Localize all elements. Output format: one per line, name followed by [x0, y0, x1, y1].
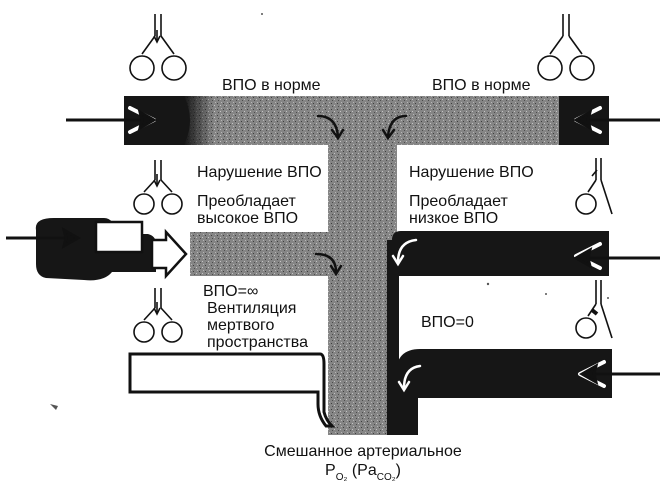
scan-speckles [50, 13, 609, 410]
label-mixed-arterial: Смешанное артериальное [264, 443, 462, 460]
formula-open: (Pa [347, 462, 377, 479]
central-vessel [328, 145, 397, 435]
alveoli-high-vq [133, 160, 183, 215]
flow-curve-top-left-head [330, 128, 345, 141]
alveoli-icon [133, 288, 183, 343]
alveoli-normal-right [537, 14, 595, 81]
flow-curve-mid-right-head [391, 254, 405, 267]
top-left-dark-inflow [124, 96, 190, 145]
label-low-vq-1: Преобладает [409, 193, 508, 210]
alveoli-icon [537, 14, 595, 81]
flow-curve-low-right-icon [402, 364, 422, 390]
label-dead-space-3: пространства [207, 334, 308, 351]
label-normal-left: ВПО в норме [222, 77, 321, 94]
label-dead-space-1: Вентиляция [207, 300, 297, 317]
blood-vessels [124, 96, 612, 435]
alveoli-normal-left [129, 14, 187, 81]
flow-curve-top-right-icon [386, 114, 408, 138]
formula-p: P [325, 462, 336, 479]
alveoli-icon [133, 160, 183, 215]
dead-space-duct [128, 352, 336, 428]
flow-curve-mid-left-icon [314, 252, 338, 274]
alveoli-icon [575, 280, 613, 339]
label-shunting: «Шунтирование» [419, 331, 556, 348]
blood-flow-arrow-icon [578, 362, 660, 386]
left-blob-assembly [35, 218, 188, 281]
formula-p-sub: O₂ [335, 472, 348, 483]
label-high-vq-1: Преобладает [197, 193, 296, 210]
top-left-fade [184, 96, 214, 145]
hollow-arrow-icon [150, 228, 188, 280]
alveoli-icon [575, 158, 613, 215]
flow-curve-top-right-head [381, 128, 396, 141]
alveoli-shunt [575, 280, 613, 339]
mid-right-dark-branch [392, 231, 609, 276]
internal-flow-arrows [314, 114, 408, 277]
label-infinite-vq: ВПО=∞ [203, 283, 259, 300]
flow-curve-mid-right-icon [396, 238, 418, 264]
alveoli-dead-space [133, 288, 183, 343]
blood-flow-arrow-icon [6, 226, 82, 250]
label-normal-right: ВПО в норме [432, 77, 531, 94]
dead-space-outline [128, 352, 336, 428]
blood-flow-arrow-icon [66, 108, 158, 132]
blood-flow-arrow-icon [572, 108, 660, 132]
label-low-vq-2: низкое ВПО [409, 210, 499, 227]
formula-close: ) [395, 462, 401, 479]
label-zero-vq: ВПО=0 [421, 314, 474, 331]
internal-flow-arrows-white [391, 238, 422, 393]
flow-curve-top-left-icon [316, 114, 340, 138]
blood-flow-arrow-icon [572, 246, 660, 270]
label-high-vq-2: высокое ВПО [197, 210, 299, 227]
label-dead-space-2: мертвого [207, 317, 275, 334]
low-right-dark-branch [396, 349, 612, 435]
inflow-arrows [6, 108, 660, 386]
flow-curve-low-right-head [397, 380, 411, 393]
label-disorder-left: Нарушение ВПО [197, 164, 322, 181]
flow-curve-mid-left-head [329, 264, 343, 277]
mid-left-branch [190, 232, 328, 276]
label-disorder-right: Нарушение ВПО [409, 164, 534, 181]
formula-pa-sub: CO₂ [376, 472, 396, 483]
alveoli-icon [129, 14, 187, 81]
left-white-box [94, 220, 144, 254]
formula-po2-paco2: PO₂ (PaCO₂) [252, 462, 474, 486]
alveoli-low-vq [575, 158, 613, 215]
